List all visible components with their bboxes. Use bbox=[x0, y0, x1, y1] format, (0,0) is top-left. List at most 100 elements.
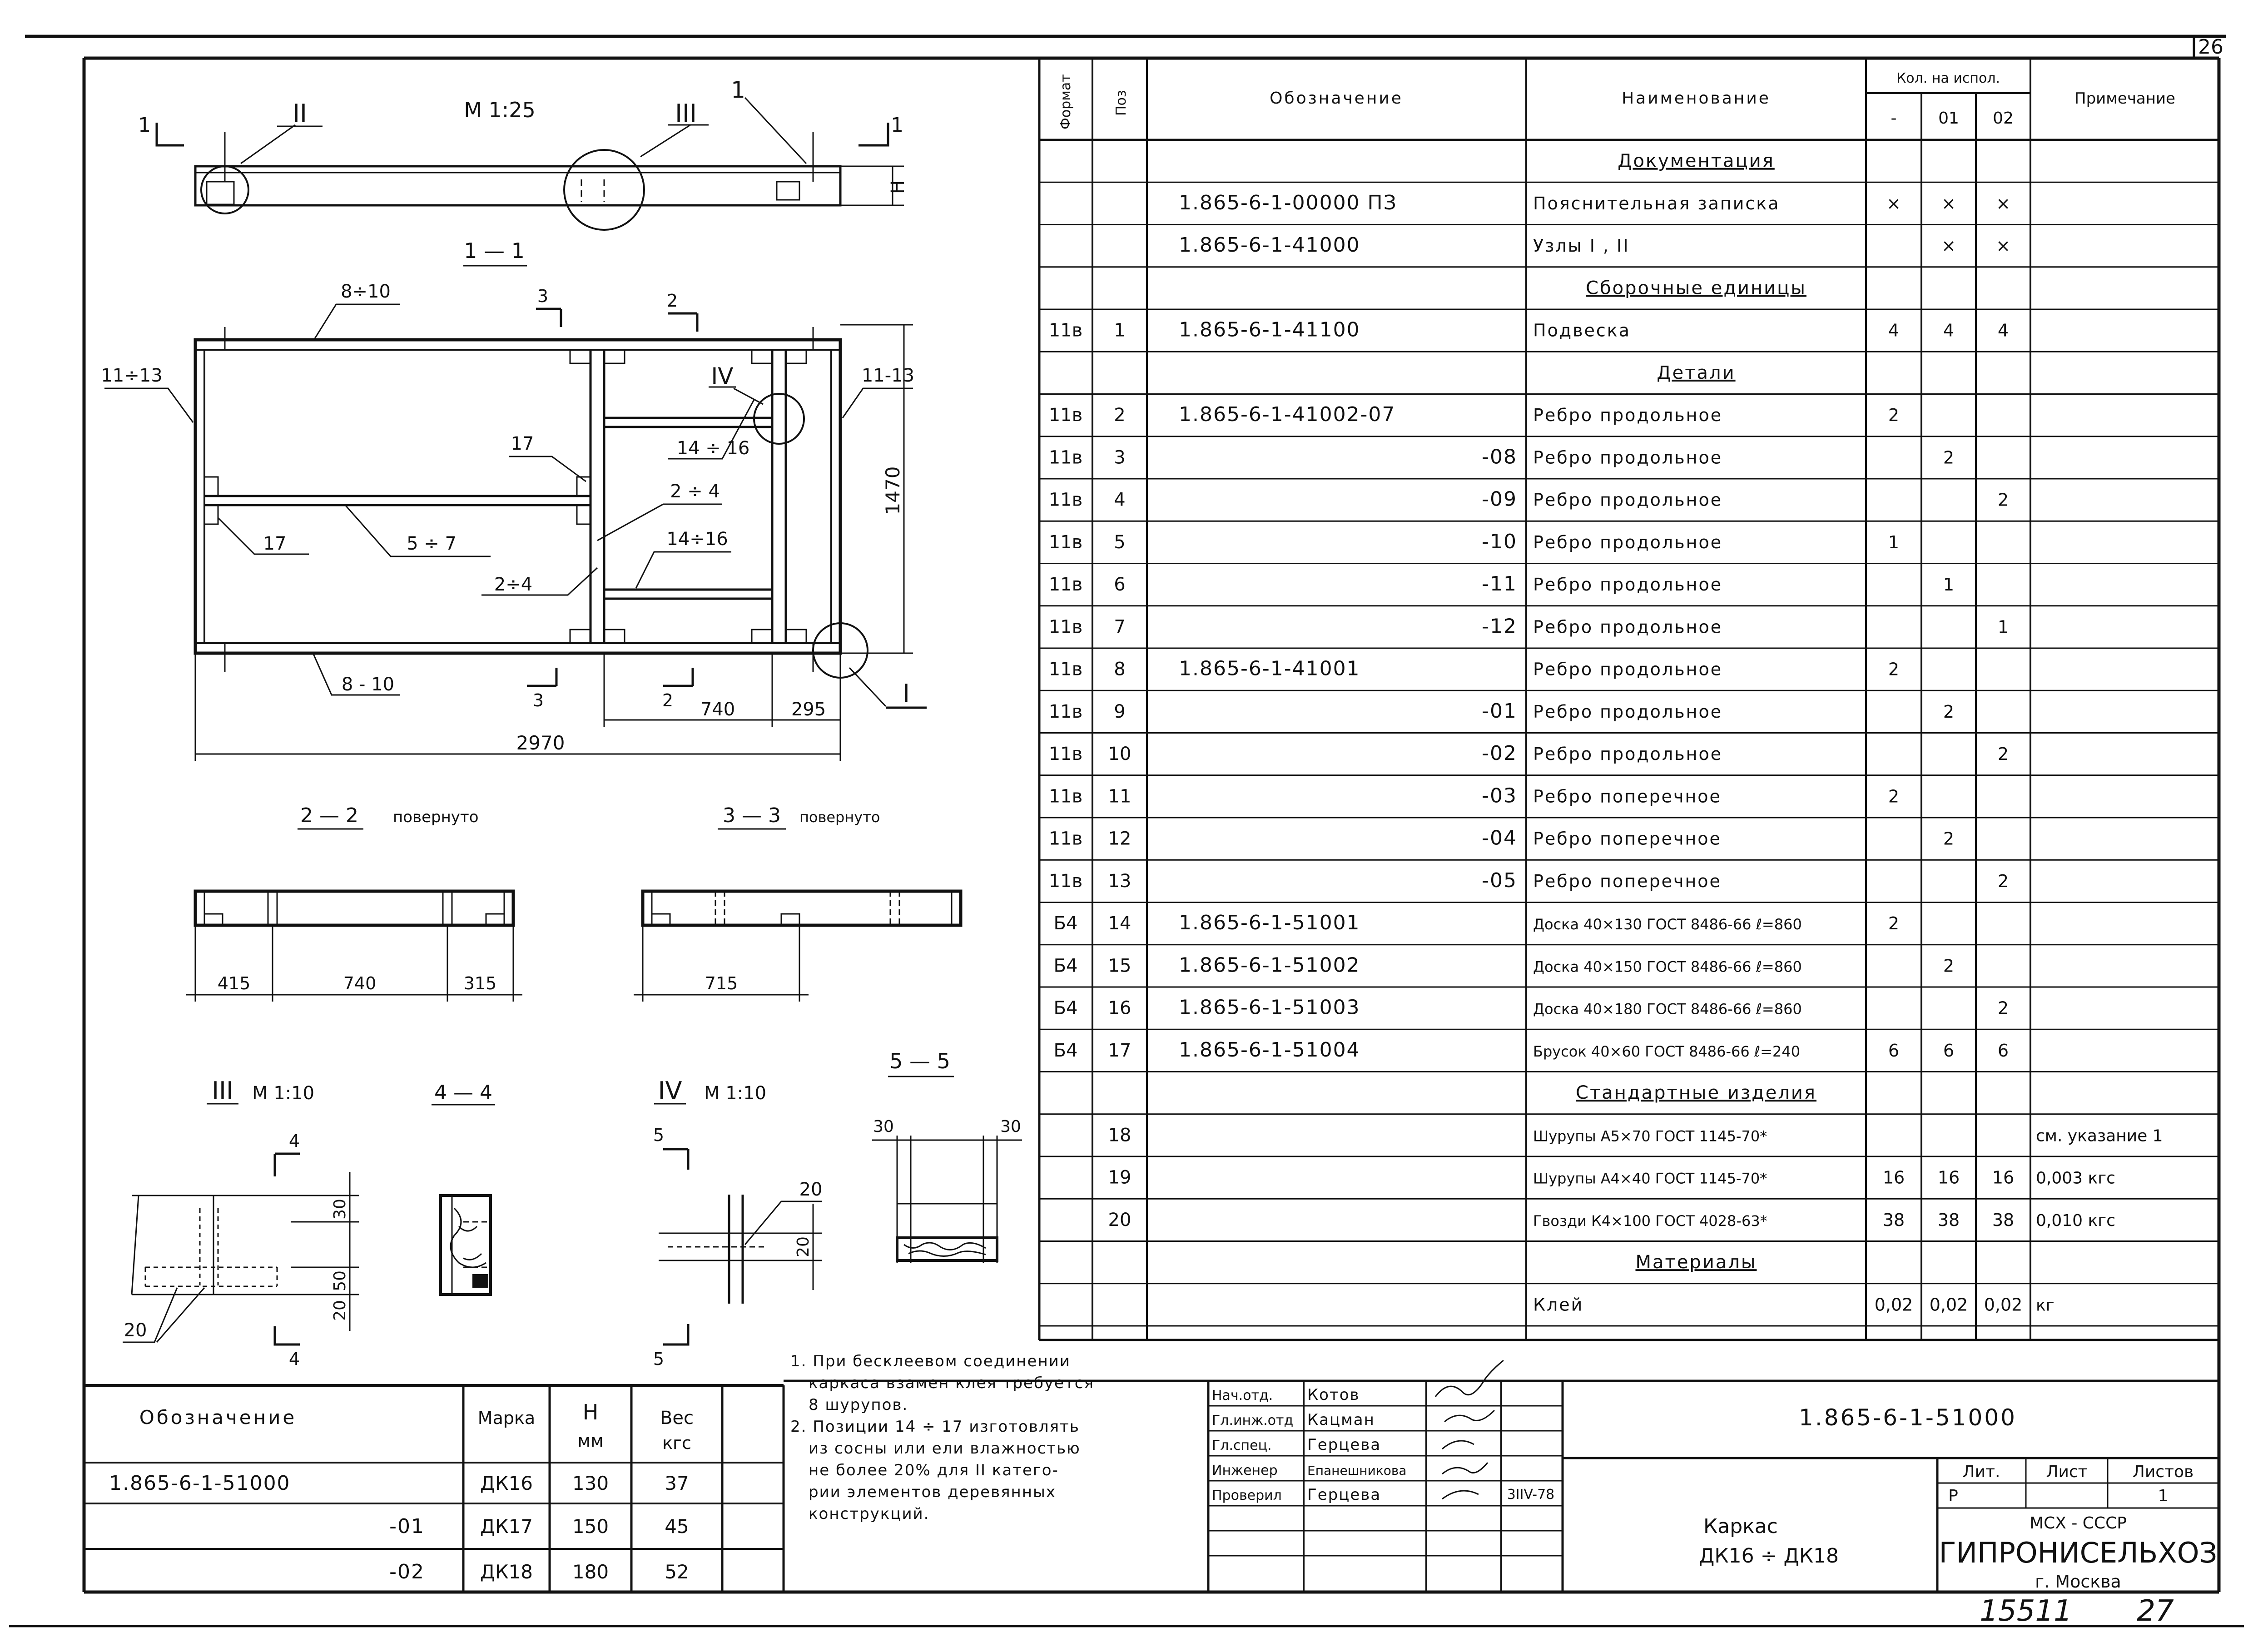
pos-11-13-right: 11-13 bbox=[862, 365, 914, 386]
leader-label-III: III bbox=[675, 99, 697, 128]
title-date-mark: 3IIV-78 bbox=[1507, 1487, 1555, 1503]
spec-cell-qty-1: × bbox=[1941, 193, 1956, 213]
spec-cell-qty-1: 4 bbox=[1943, 321, 1954, 341]
cut-4-top: 4 bbox=[289, 1131, 300, 1151]
spec-cell-format: Б4 bbox=[1054, 1040, 1078, 1061]
spec-header-designation: Обозначение bbox=[1270, 89, 1403, 108]
variants-header-weight: Вес bbox=[660, 1408, 694, 1429]
leader-label-1: 1 bbox=[731, 77, 745, 103]
pos-2-4-a: 2 ÷ 4 bbox=[670, 481, 720, 502]
note-line: 2. Позиции 14 ÷ 17 изготовлять bbox=[790, 1418, 1080, 1436]
title-sheets-label: Листов bbox=[2133, 1463, 2193, 1481]
spec-cell-format: 11в bbox=[1049, 871, 1082, 892]
pos-8-10-top: 8÷10 bbox=[341, 281, 391, 302]
title-lit-label: Лит. bbox=[1963, 1463, 2000, 1481]
variants-cell-weight: 45 bbox=[665, 1515, 689, 1538]
spec-cell-format: Б4 bbox=[1054, 955, 1078, 976]
pos-20-b: 20 bbox=[799, 1179, 823, 1200]
spec-cell-qty-1: 0,02 bbox=[1930, 1295, 1968, 1315]
cut-5-top: 5 bbox=[653, 1125, 664, 1145]
section-1-1-title: 1 — 1 bbox=[464, 238, 525, 263]
variants-header-h-unit: мм bbox=[577, 1431, 603, 1451]
spec-cell-note: кг bbox=[2036, 1296, 2054, 1315]
spec-cell-designation: 1.865-6-1-41000 bbox=[1179, 233, 1360, 257]
spec-cell-format: 11в bbox=[1049, 828, 1082, 849]
staff-role: Гл.инж.отд bbox=[1212, 1413, 1293, 1429]
spec-cell-designation: -04 bbox=[1482, 827, 1517, 850]
spec-cell-qty-1: 2 bbox=[1943, 447, 1954, 467]
spec-section-heading: Детали bbox=[1657, 362, 1735, 383]
spec-cell-qty-2: 2 bbox=[1998, 871, 2009, 891]
spec-cell-qty-2: 6 bbox=[1998, 1041, 2009, 1061]
spec-cell-name: Ребро продольное bbox=[1533, 575, 1722, 595]
spec-cell-pos: 5 bbox=[1114, 532, 1125, 553]
variants-cell-weight: 37 bbox=[665, 1472, 689, 1494]
dim-2970: 2970 bbox=[516, 732, 565, 754]
spec-cell-pos: 6 bbox=[1114, 574, 1125, 595]
spec-cell-pos: 10 bbox=[1108, 744, 1131, 764]
pos-14-16-a: 14 ÷ 16 bbox=[677, 438, 750, 459]
org-city: г. Москва bbox=[2035, 1572, 2121, 1592]
spec-cell-designation: -02 bbox=[1482, 742, 1517, 765]
spec-cell-qty-1: 38 bbox=[1938, 1210, 1960, 1230]
dim-50: 50 bbox=[331, 1270, 349, 1291]
pos-8-10-bottom: 8 - 10 bbox=[342, 674, 394, 695]
spec-cell-format: 11в bbox=[1049, 701, 1082, 722]
variants-header-h: Н bbox=[583, 1400, 599, 1424]
spec-cell-qty-0: 2 bbox=[1888, 405, 1899, 425]
spec-cell-pos: 11 bbox=[1108, 786, 1131, 807]
spec-cell-note: см. указание 1 bbox=[2036, 1126, 2163, 1145]
spec-cell-pos: 20 bbox=[1108, 1210, 1131, 1230]
spec-cell-name: Доска 40×180 ГОСТ 8486-66 ℓ=860 bbox=[1533, 1001, 1802, 1018]
object-title: Каркас bbox=[1703, 1515, 1778, 1538]
section-4-4: 4 — 4 bbox=[432, 1081, 495, 1296]
spec-section-heading: Сборочные единицы bbox=[1586, 278, 1806, 298]
pos-17-b: 17 bbox=[263, 533, 287, 554]
spec-cell-pos: 8 bbox=[1114, 659, 1125, 680]
spec-cell-format: 11в bbox=[1049, 447, 1082, 468]
sheet-corner-number: 26 bbox=[2198, 35, 2223, 59]
spec-cell-format: 11в bbox=[1049, 574, 1082, 595]
dim-30-c: 30 bbox=[1000, 1117, 1021, 1136]
cut-mark-3-bottom: 3 bbox=[533, 690, 544, 710]
object-marks: ДК16 ÷ ДК18 bbox=[1699, 1544, 1839, 1568]
spec-cell-pos: 2 bbox=[1114, 405, 1125, 426]
section-3-3: 3 — 3 повернуто 715 bbox=[634, 804, 963, 1002]
variants-cell-h: 180 bbox=[572, 1561, 609, 1583]
spec-cell-format: Б4 bbox=[1054, 913, 1078, 934]
dim-1470: 1470 bbox=[882, 466, 904, 515]
spec-cell-designation: -08 bbox=[1482, 445, 1517, 468]
org-ministry: МСХ - СССР bbox=[2030, 1514, 2127, 1533]
spec-cell-name: Ребро продольное bbox=[1533, 617, 1722, 637]
pos-2-4-b: 2÷4 bbox=[494, 574, 532, 595]
spec-cell-note: 0,010 кгс bbox=[2036, 1211, 2115, 1230]
spec-header-format: Формат bbox=[1058, 74, 1074, 129]
spec-section-heading: Документация bbox=[1618, 151, 1775, 172]
archive-sheet: 27 bbox=[2137, 1594, 2174, 1628]
dim-30-b: 30 bbox=[873, 1117, 894, 1136]
spec-cell-designation: -11 bbox=[1482, 572, 1517, 595]
section-2-2-title: 2 — 2 bbox=[300, 804, 358, 827]
spec-cell-name: Доска 40×130 ГОСТ 8486-66 ℓ=860 bbox=[1533, 916, 1802, 933]
spec-cell-qty-2: 2 bbox=[1998, 998, 2009, 1018]
dim-715: 715 bbox=[705, 973, 738, 993]
title-lit-value: Р bbox=[1948, 1487, 1958, 1505]
spec-cell-name: Шурупы А5×70 ГОСТ 1145-70* bbox=[1533, 1127, 1767, 1145]
staff-name: Котов bbox=[1307, 1386, 1360, 1404]
cut-mark-2-top: 2 bbox=[667, 291, 678, 311]
spec-cell-format: 11в bbox=[1049, 659, 1082, 680]
spec-cell-pos: 14 bbox=[1108, 913, 1131, 934]
spec-cell-pos: 12 bbox=[1108, 828, 1131, 849]
spec-header-qty-1: 01 bbox=[1938, 109, 1959, 128]
spec-cell-name: Доска 40×150 ГОСТ 8486-66 ℓ=860 bbox=[1533, 958, 1802, 975]
spec-cell-pos: 17 bbox=[1108, 1040, 1131, 1061]
spec-cell-format: 11в bbox=[1049, 405, 1082, 426]
staff-name: Герцева bbox=[1307, 1486, 1381, 1504]
spec-cell-designation: -01 bbox=[1482, 699, 1517, 723]
cut-mark-1-right: 1 bbox=[891, 114, 903, 137]
spec-cell-pos: 18 bbox=[1108, 1125, 1131, 1146]
spec-cell-format: 11в bbox=[1049, 786, 1082, 807]
